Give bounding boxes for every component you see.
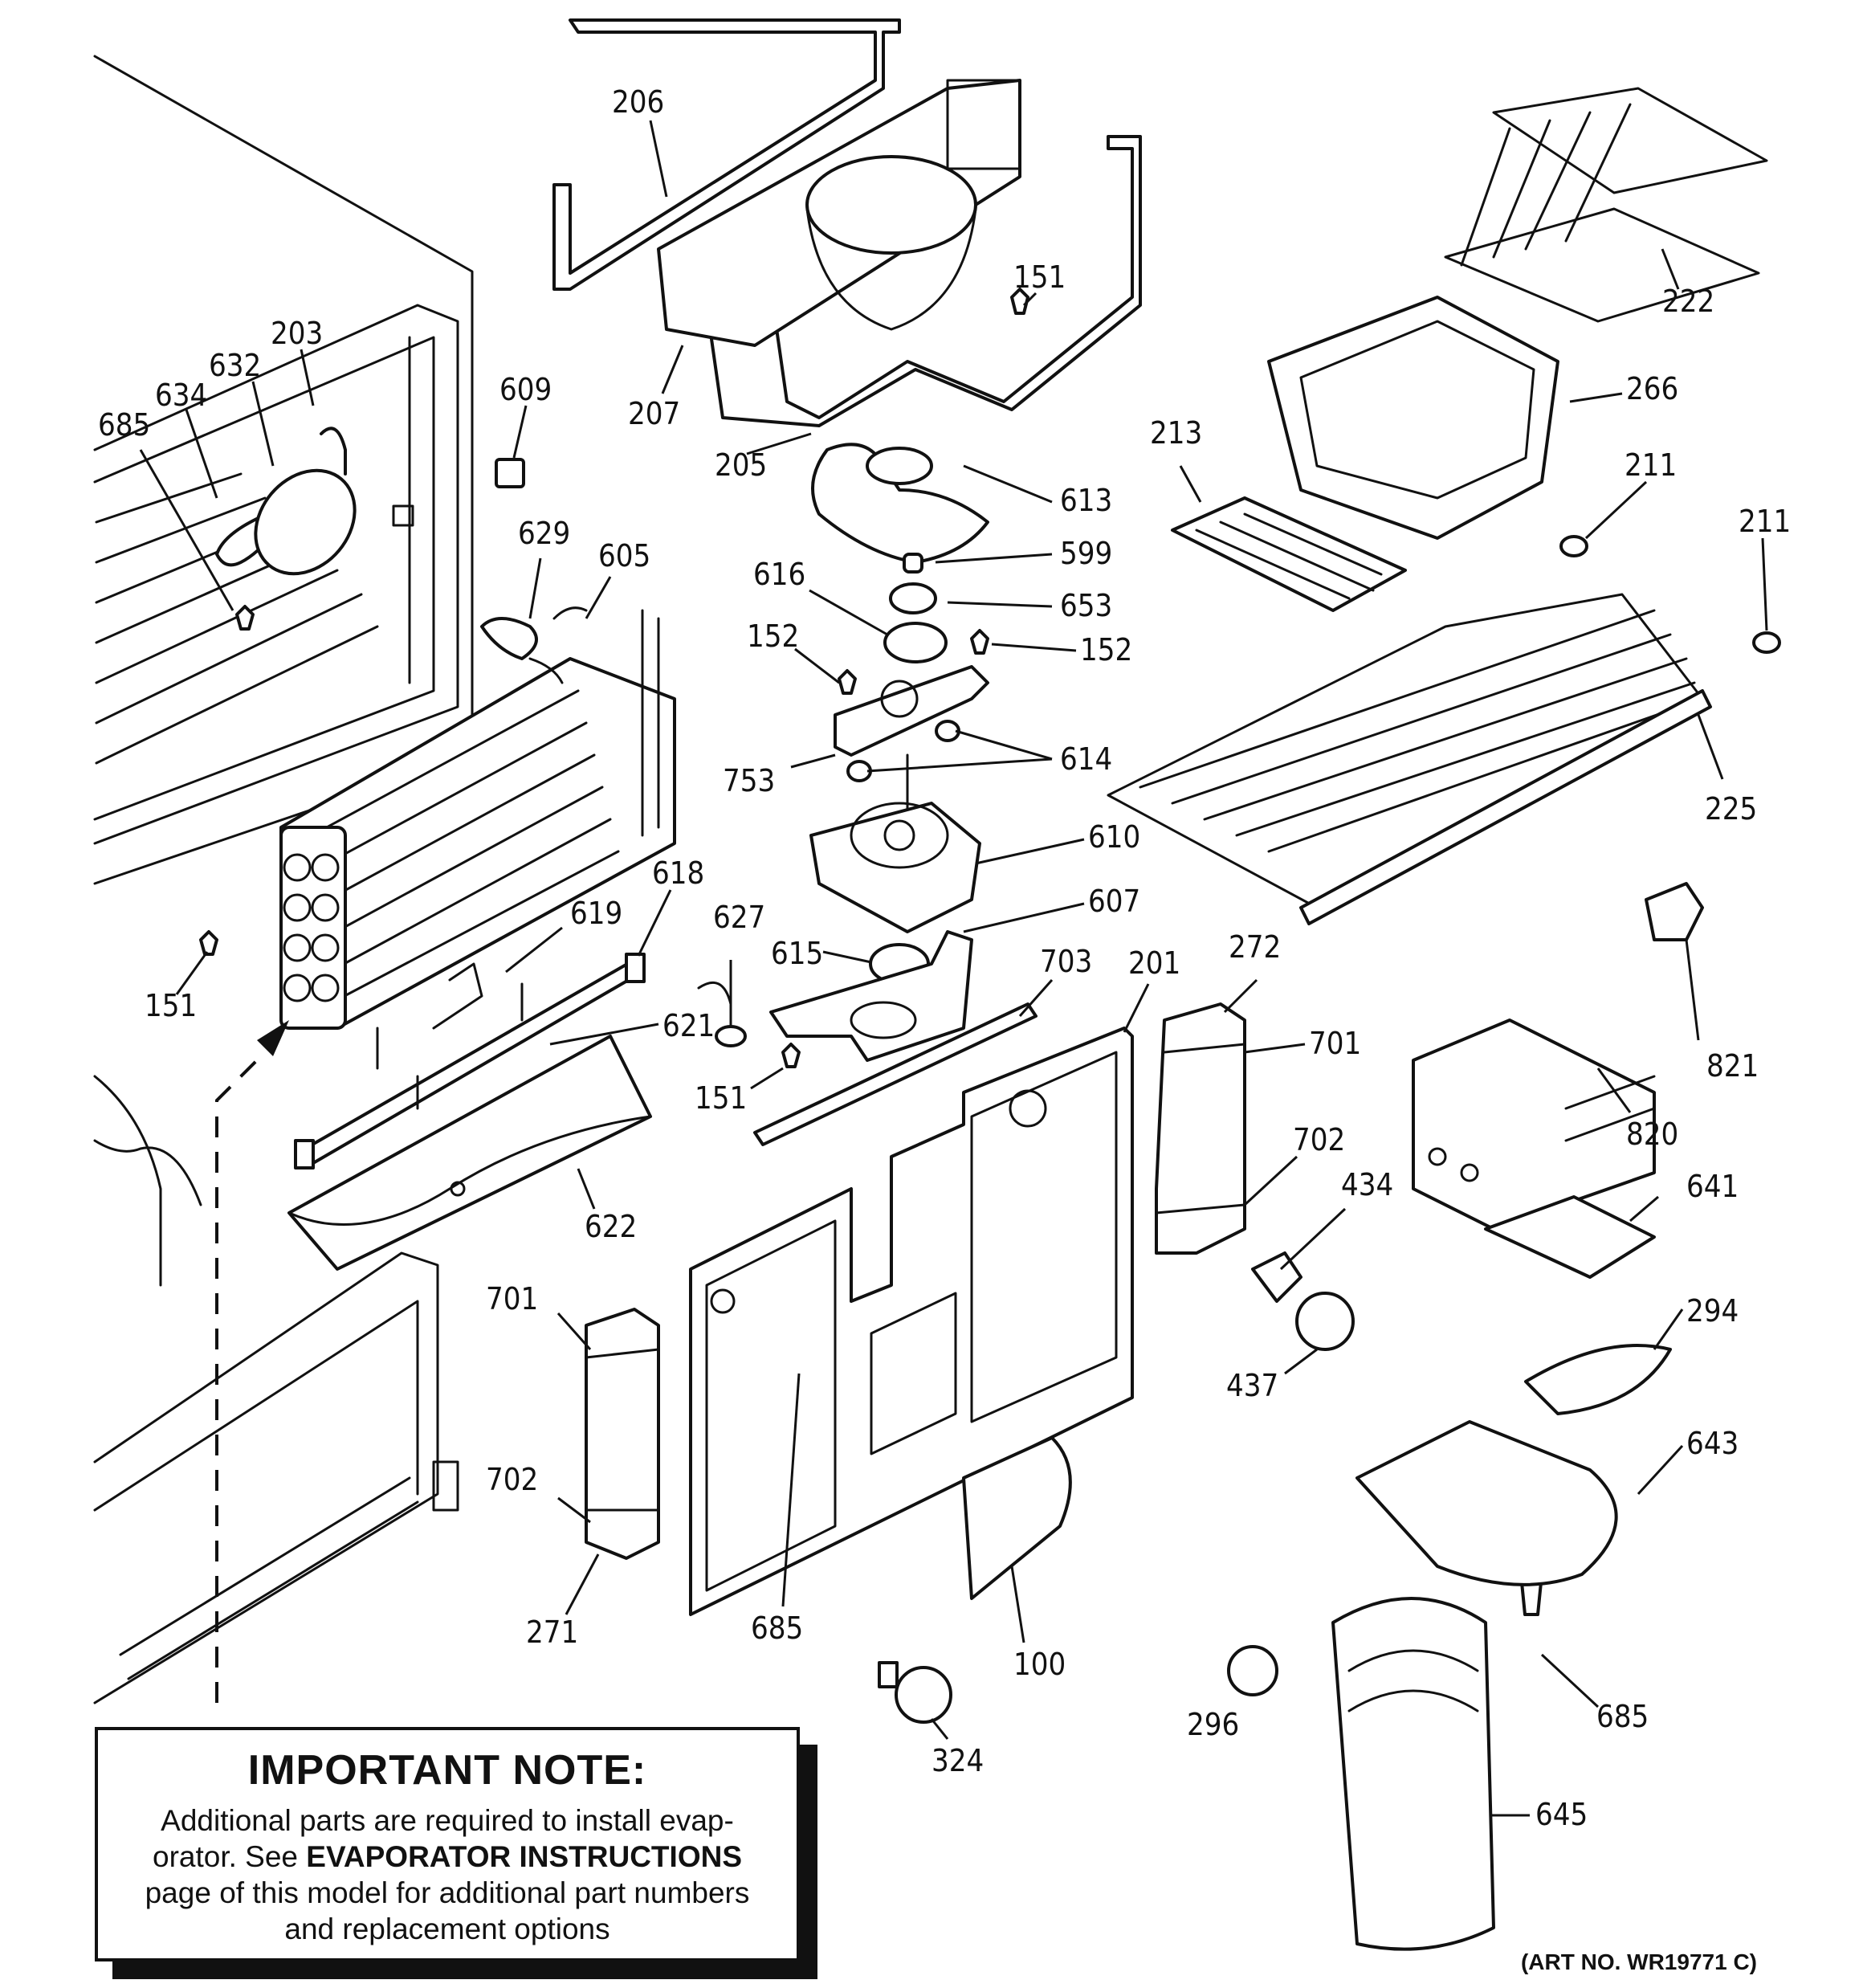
callout-627: 627 [713,900,765,935]
callout-152: 152 [1080,632,1132,667]
freezer-back-panel [689,1027,1134,1616]
callout-296: 296 [1187,1707,1239,1742]
lower-cabinet [93,1075,459,1704]
evaporator-instructions-link[interactable]: EVAPORATOR INSTRUCTIONS [306,1840,742,1873]
callout-609: 609 [499,372,552,407]
callout-613: 613 [1060,483,1112,518]
callout-632: 632 [209,348,261,383]
seal-strip [753,1002,1037,1146]
callout-701: 701 [1309,1026,1361,1061]
callout-641: 641 [1686,1169,1739,1204]
note-line-4: and replacement options [284,1912,610,1945]
important-note-box: IMPORTANT NOTE: Additional parts are req… [95,1727,800,1961]
defrost-heater [294,953,646,1170]
callout-213: 213 [1150,415,1202,451]
callout-685: 685 [751,1610,803,1646]
callout-151: 151 [695,1080,747,1116]
callout-151: 151 [145,988,197,1023]
callout-272: 272 [1229,929,1281,965]
note-title: IMPORTANT NOTE: [247,1747,647,1794]
callout-753: 753 [723,763,775,798]
callout-702: 702 [1293,1122,1345,1157]
callout-266: 266 [1626,371,1678,406]
dispenser-parts [1227,1195,1672,1951]
callout-634: 634 [155,378,207,413]
note-line-1: Additional parts are required to install… [161,1804,734,1837]
callout-152: 152 [747,618,799,654]
callout-599: 599 [1060,536,1112,571]
callout-294: 294 [1686,1293,1739,1329]
callout-607: 607 [1088,884,1140,919]
callout-701: 701 [486,1281,538,1316]
wire-shelf-222 [1444,87,1768,323]
callout-702: 702 [486,1462,538,1497]
callout-206: 206 [612,84,664,120]
callout-618: 618 [652,855,704,891]
callout-614: 614 [1060,741,1112,777]
note-line-2: orator. See EVAPORATOR INSTRUCTIONS [98,1839,797,1875]
note-line-2-text: orator. See [153,1840,307,1873]
install-arrow [215,1020,289,1703]
cup-100 [962,1436,1072,1600]
callout-820: 820 [1626,1116,1678,1152]
ice-bucket-housing [657,79,1021,347]
callout-151: 151 [1013,259,1066,295]
ice-bin-266 [1267,296,1559,540]
callout-211: 211 [1739,504,1791,539]
shelf-225 [1107,535,1781,925]
note-line-3: page of this model for additional part n… [145,1876,750,1909]
freezer-cabinet [93,55,474,885]
callout-434: 434 [1341,1167,1393,1202]
callout-616: 616 [753,557,805,592]
callout-201: 201 [1128,945,1180,981]
callout-703: 703 [1040,944,1092,979]
callout-619: 619 [570,896,622,931]
callout-205: 205 [715,447,767,483]
knob-324 [878,1661,952,1724]
callout-645: 645 [1535,1797,1588,1832]
callout-610: 610 [1088,819,1140,855]
callout-621: 621 [662,1008,715,1043]
callout-437: 437 [1226,1368,1278,1403]
small-parts-left [215,427,747,1047]
callout-324: 324 [932,1743,984,1778]
callout-222: 222 [1662,284,1714,319]
art-number: (ART NO. WR19771 C) [1521,1949,1757,1974]
callout-271: 271 [526,1614,578,1650]
callout-labels: 206 151 207 205 222 266 213 211 211 225 … [98,84,1791,1832]
callout-821: 821 [1706,1048,1759,1084]
duct-271 [585,1308,660,1560]
evaporator [279,609,676,1030]
callout-643: 643 [1686,1426,1739,1461]
callout-100: 100 [1013,1647,1066,1682]
screws [199,288,1543,1616]
callout-653: 653 [1060,588,1112,623]
callout-207: 207 [628,396,680,431]
callout-225: 225 [1705,791,1757,827]
icemaker-820 [1412,882,1704,1231]
leader-lines [139,120,1768,1817]
drain-trough [287,1035,652,1271]
note-body: Additional parts are required to install… [98,1802,797,1947]
callout-685: 685 [98,407,150,443]
duct-272 [1155,1002,1246,1255]
callout-605: 605 [598,538,650,574]
callout-685: 685 [1596,1699,1649,1734]
fan-blade [811,443,989,564]
ice-tray-213 [1171,496,1407,612]
motor-assembly [769,553,989,1062]
callout-629: 629 [518,516,570,551]
callout-615: 615 [771,936,823,971]
callout-211: 211 [1625,447,1677,483]
light-socket [1251,1251,1355,1351]
callout-203: 203 [271,316,323,351]
callout-622: 622 [585,1209,637,1244]
